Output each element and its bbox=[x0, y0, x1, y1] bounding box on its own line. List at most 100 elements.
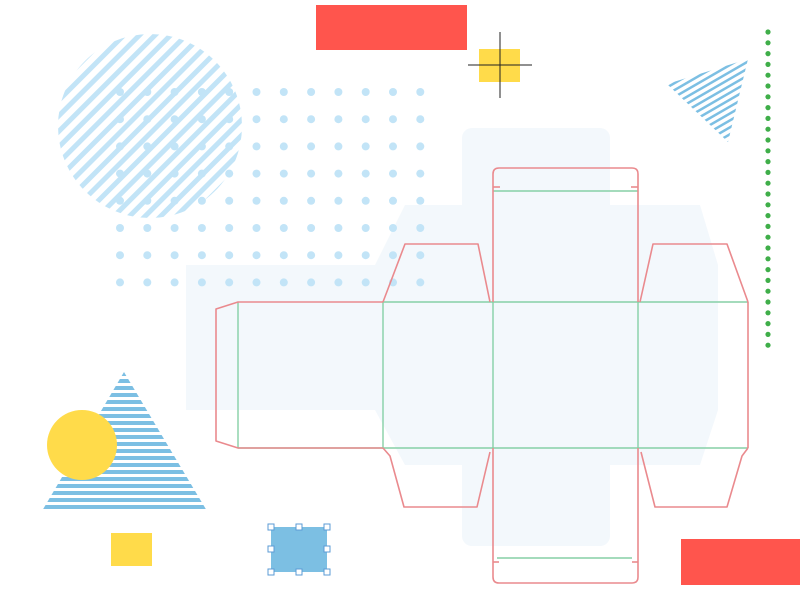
green-dot bbox=[765, 342, 771, 348]
green-dot bbox=[765, 72, 771, 78]
grid-dot bbox=[307, 88, 316, 96]
green-dot bbox=[765, 310, 771, 316]
grid-dot bbox=[252, 278, 261, 287]
grid-dot bbox=[197, 88, 206, 96]
grid-dot bbox=[361, 224, 370, 232]
grid-dot bbox=[334, 224, 343, 232]
grid-dot bbox=[143, 251, 152, 260]
grid-dot bbox=[279, 196, 288, 205]
striped-triangle-top-right bbox=[667, 59, 748, 142]
selected-blue-rectangle[interactable] bbox=[271, 527, 327, 572]
cut-line-dust-flap-bottom-right bbox=[640, 447, 749, 508]
grid-dot bbox=[225, 115, 234, 124]
green-dot bbox=[765, 202, 771, 208]
resize-handle[interactable] bbox=[295, 523, 303, 531]
green-dot bbox=[765, 245, 771, 251]
grid-dot bbox=[225, 278, 234, 287]
grid-dot bbox=[252, 88, 261, 96]
grid-dot bbox=[225, 251, 234, 260]
grid-dot bbox=[170, 196, 179, 205]
cut-line-glue-flap bbox=[215, 301, 383, 449]
grid-dot bbox=[252, 196, 261, 205]
green-dot bbox=[765, 267, 771, 273]
red-block-top bbox=[316, 5, 467, 50]
grid-dot bbox=[170, 224, 179, 232]
grid-dot bbox=[334, 169, 343, 178]
grid-dot bbox=[252, 115, 261, 124]
resize-handle[interactable] bbox=[323, 523, 331, 531]
grid-dot bbox=[307, 224, 316, 232]
grid-dot bbox=[389, 115, 397, 124]
grid-dot bbox=[361, 88, 370, 96]
grid-dot bbox=[143, 278, 152, 287]
grid-dot bbox=[143, 142, 152, 151]
grid-dot bbox=[116, 278, 124, 287]
grid-dot bbox=[389, 196, 397, 205]
cut-lines bbox=[215, 167, 749, 584]
grid-dot bbox=[197, 142, 206, 151]
grid-dot bbox=[225, 169, 234, 178]
grid-dot bbox=[416, 224, 425, 232]
resize-handle[interactable] bbox=[323, 545, 331, 553]
grid-dot bbox=[416, 115, 425, 124]
grid-dot bbox=[116, 115, 124, 124]
yellow-rectangle-bottom bbox=[111, 533, 152, 566]
grid-dot bbox=[416, 88, 425, 96]
green-dot bbox=[765, 83, 771, 89]
grid-dot bbox=[389, 88, 397, 96]
grid-dot bbox=[389, 224, 397, 232]
grid-dot bbox=[252, 251, 261, 260]
grid-dot bbox=[416, 169, 425, 178]
grid-dot bbox=[361, 169, 370, 178]
grid-dot bbox=[116, 169, 124, 178]
resize-handle[interactable] bbox=[267, 545, 275, 553]
grid-dot bbox=[143, 169, 152, 178]
grid-dot bbox=[197, 278, 206, 287]
grid-dot bbox=[361, 115, 370, 124]
grid-dot bbox=[143, 224, 152, 232]
cut-line-bottom-tuck bbox=[492, 448, 639, 584]
grid-dot bbox=[143, 88, 152, 96]
green-dot bbox=[765, 137, 771, 143]
green-dot bbox=[765, 277, 771, 283]
grid-dot bbox=[279, 88, 288, 96]
resize-handle-icon[interactable] bbox=[267, 523, 331, 576]
grid-dot bbox=[361, 251, 370, 260]
green-dot bbox=[765, 331, 771, 337]
grid-dot bbox=[170, 278, 179, 287]
green-dot bbox=[765, 29, 771, 35]
grid-dot bbox=[116, 142, 124, 151]
cut-line-dust-flap-top-left bbox=[382, 243, 491, 303]
resize-handle[interactable] bbox=[267, 523, 275, 531]
grid-dot bbox=[170, 115, 179, 124]
cut-line-dust-flap-top-right bbox=[639, 243, 749, 303]
grid-dot bbox=[225, 88, 234, 96]
green-dot bbox=[765, 256, 771, 262]
green-dot bbox=[765, 169, 771, 175]
resize-handle[interactable] bbox=[267, 568, 275, 576]
grid-dot bbox=[252, 224, 261, 232]
grid-dot bbox=[225, 142, 234, 151]
grid-dot bbox=[252, 142, 261, 151]
watermark-shape bbox=[186, 128, 718, 546]
grid-dot bbox=[334, 142, 343, 151]
green-dotted-line bbox=[765, 29, 771, 348]
red-block-bottom bbox=[681, 539, 800, 585]
grid-dot bbox=[361, 278, 370, 287]
grid-dot bbox=[389, 251, 397, 260]
resize-handle[interactable] bbox=[295, 568, 303, 576]
grid-dot bbox=[170, 251, 179, 260]
grid-dot bbox=[197, 251, 206, 260]
cut-line-dust-flap-bottom-left bbox=[382, 447, 491, 508]
grid-dot bbox=[252, 169, 261, 178]
grid-dot bbox=[170, 169, 179, 178]
grid-dot bbox=[197, 196, 206, 205]
grid-dot bbox=[197, 115, 206, 124]
grid-dot bbox=[170, 142, 179, 151]
green-dot bbox=[765, 115, 771, 121]
grid-dot bbox=[334, 251, 343, 260]
grid-dot bbox=[225, 196, 234, 205]
resize-handle[interactable] bbox=[323, 568, 331, 576]
grid-dot bbox=[170, 88, 179, 96]
